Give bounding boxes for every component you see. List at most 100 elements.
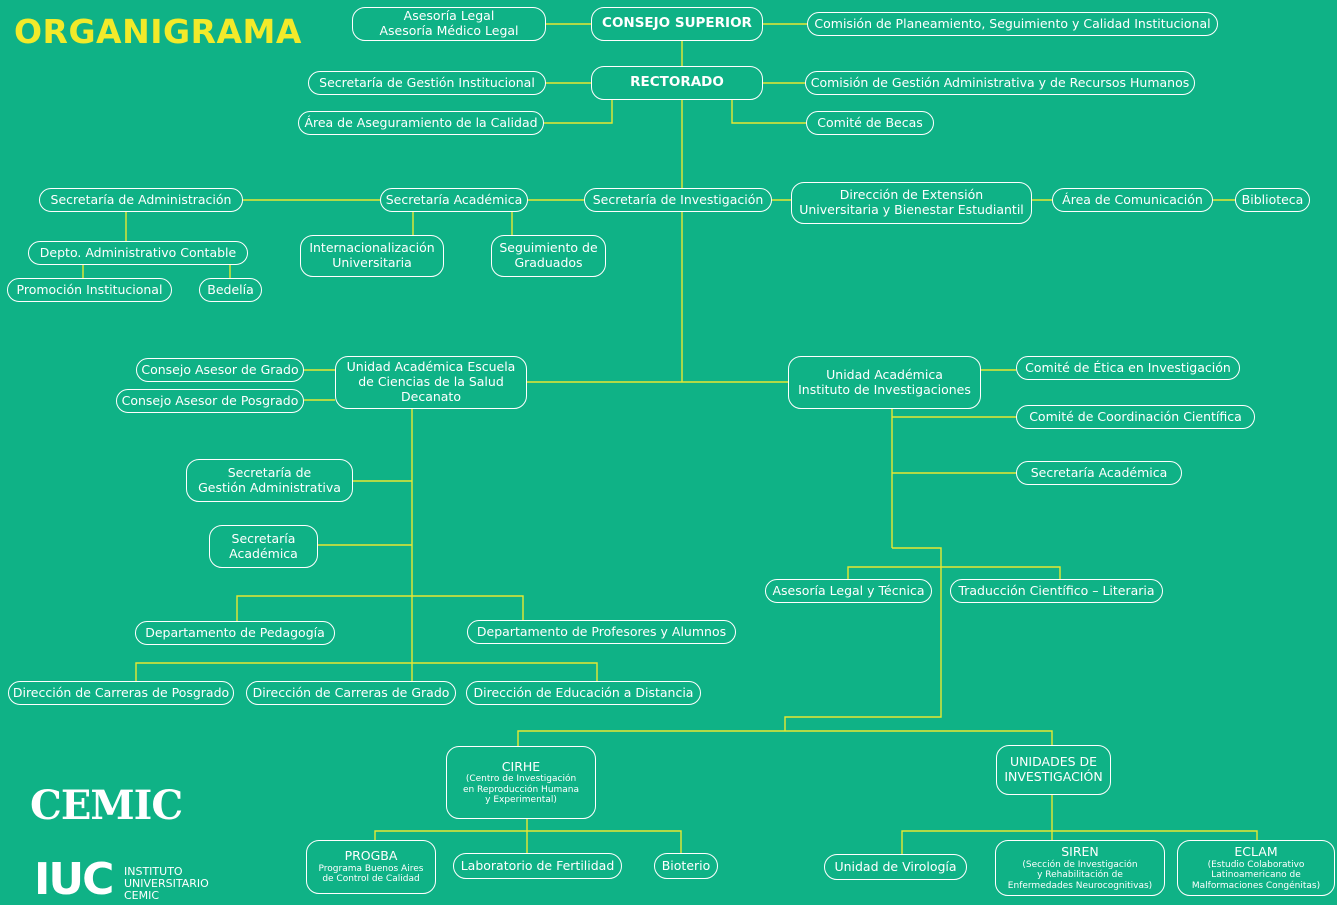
node-sec-academica-inst: Secretaría Académica	[1016, 461, 1182, 485]
node-subtitle-line: Latinoamericano de	[1211, 870, 1301, 881]
node-subtitle-line: Programa Buenos Aires	[318, 864, 424, 875]
node-label-line: Comisión de Gestión Administrativa y de …	[810, 74, 1190, 90]
node-label-line: Asesoría Legal y Técnica	[772, 582, 925, 598]
node-label-line: Secretaría de	[227, 464, 312, 480]
connector-line	[847, 566, 1061, 579]
node-label-line: Secretaría de Administración	[50, 191, 232, 207]
page-title: ORGANIGRAMA	[14, 12, 302, 51]
node-label-line: Comisión de Planeamiento, Seguimiento y …	[814, 15, 1211, 31]
node-dir-distancia: Dirección de Educación a Distancia	[466, 681, 701, 705]
node-label-line: Internacionalización	[309, 240, 435, 256]
node-label-line: Seguimiento de	[499, 240, 598, 256]
node-label-line: RECTORADO	[630, 74, 724, 91]
connector-line	[517, 730, 1053, 746]
node-depto-admin-contable: Depto. Administrativo Contable	[28, 241, 248, 265]
node-subtitle-line: y Rehabilitación de	[1037, 870, 1123, 881]
node-consejo-posgrado: Consejo Asesor de Posgrado	[116, 389, 304, 413]
node-label-line: Secretaría	[231, 530, 296, 546]
connector-line	[784, 547, 942, 731]
node-label-line: Graduados	[514, 255, 583, 270]
node-label-line: UNIDADES DE	[1009, 754, 1098, 770]
node-sec-investigacion: Secretaría de Investigación	[584, 188, 772, 212]
node-title: PROGBA	[344, 848, 398, 864]
node-title: CIRHE	[501, 758, 541, 774]
node-label-line: Dirección de Extensión	[839, 187, 984, 203]
node-area-calidad: Área de Aseguramiento de la Calidad	[298, 111, 544, 135]
node-label-line: Consejo Asesor de Grado	[141, 361, 299, 377]
node-comite-etica: Comité de Ética en Investigación	[1016, 356, 1240, 380]
node-bedelia: Bedelía	[199, 278, 262, 302]
node-depto-profesores: Departamento de Profesores y Alumnos	[467, 620, 736, 644]
node-label-line: Dirección de Educación a Distancia	[473, 684, 694, 700]
node-label-line: Universitaria y Bienestar Estudiantil	[799, 202, 1024, 217]
node-subtitle-line: (Estudio Colaborativo	[1207, 859, 1305, 870]
node-label-line: Dirección de Carreras de Posgrado	[12, 684, 230, 700]
node-subtitle-line: Malformaciones Congénitas)	[1191, 880, 1321, 891]
node-depto-pedagogia: Departamento de Pedagogía	[135, 621, 335, 645]
node-label-line: Unidad Académica Escuela	[346, 359, 516, 375]
node-label-line: Secretaría Académica	[385, 191, 523, 207]
connector-line	[901, 830, 1258, 854]
node-label-line: Consejo Asesor de Posgrado	[121, 392, 299, 408]
node-subtitle-line: en Reproducción Humana	[462, 784, 580, 795]
node-label-line: CONSEJO SUPERIOR	[602, 15, 752, 32]
node-unidad-virologia: Unidad de Virología	[824, 854, 967, 880]
iuc-logo: IUC	[34, 854, 114, 905]
iuc-logo-text: INSTITUTO UNIVERSITARIO CEMIC	[124, 865, 209, 903]
node-label-line: Comité de Becas	[817, 114, 923, 130]
node-label-line: Asesoría Legal	[403, 8, 495, 24]
node-promocion-institucional: Promoción Institucional	[7, 278, 172, 302]
node-dir-posgrado: Dirección de Carreras de Posgrado	[8, 681, 234, 705]
node-subtitle-line: Enfermedades Neurocognitivas)	[1007, 880, 1153, 891]
node-label-line: Unidad Académica	[826, 366, 943, 382]
node-asesoria-legal-tecnica: Asesoría Legal y Técnica	[765, 579, 932, 603]
cemic-logo: CEMIC	[30, 782, 183, 829]
node-rectorado: RECTORADO	[591, 66, 763, 100]
connector-line	[731, 100, 806, 124]
node-comision-gestion-admin: Comisión de Gestión Administrativa y de …	[805, 71, 1195, 95]
node-title: ECLAM	[1234, 844, 1278, 860]
node-sec-academica: Secretaría Académica	[380, 188, 528, 212]
node-label-line: de Ciencias de la Salud	[358, 374, 504, 390]
node-biblioteca: Biblioteca	[1235, 188, 1310, 212]
connector-line	[236, 595, 524, 621]
node-label-line: Comité de Ética en Investigación	[1025, 359, 1231, 375]
node-label-line: Departamento de Profesores y Alumnos	[476, 623, 727, 639]
node-traduccion: Traducción Científico – Literaria	[950, 579, 1163, 603]
node-subtitle-line: de Control de Calidad	[322, 874, 420, 885]
node-dir-grado: Dirección de Carreras de Grado	[246, 681, 456, 705]
connector-line	[135, 662, 598, 681]
node-title: SIREN	[1061, 844, 1099, 860]
node-label-line: INVESTIGACIÓN	[1004, 769, 1103, 784]
node-label-line: Comité de Coordinación Científica	[1029, 408, 1242, 424]
node-label-line: Área de Comunicación	[1062, 191, 1203, 207]
node-subtitle-line: y Experimental)	[485, 795, 557, 806]
node-label-line: Secretaría de Investigación	[592, 191, 764, 207]
node-label-line: Universitaria	[332, 255, 412, 270]
node-label-line: Secretaría de Gestión Institucional	[319, 74, 535, 90]
node-label-line: Dirección de Carreras de Grado	[252, 684, 450, 700]
node-label-line: Asesoría Médico Legal	[379, 23, 519, 38]
node-label-line: Gestión Administrativa	[198, 479, 341, 495]
node-consejo-grado: Consejo Asesor de Grado	[136, 358, 304, 382]
node-label-line: Traducción Científico – Literaria	[958, 582, 1155, 598]
node-label-line: Área de Aseguramiento de la Calidad	[304, 114, 538, 130]
node-sec-administracion: Secretaría de Administración	[39, 188, 243, 212]
node-comite-becas: Comité de Becas	[806, 111, 934, 135]
node-subtitle-line: (Centro de Investigación	[465, 774, 577, 785]
node-bioterio: Bioterio	[654, 853, 718, 879]
